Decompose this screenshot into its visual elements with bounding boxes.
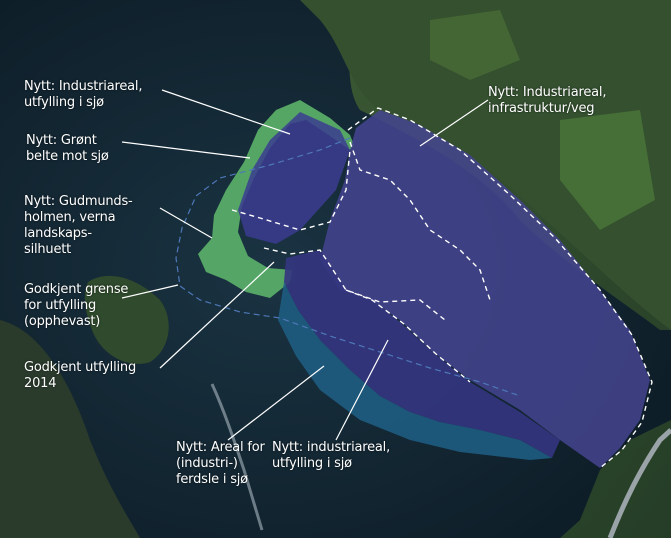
- boundary-lines: [231, 107, 653, 469]
- label-line: belte mot sjø: [26, 149, 109, 164]
- label-line: Nytt: Industriareal,: [24, 79, 143, 94]
- old-approved-boundary: [175, 137, 521, 397]
- label-line: Godkjent utfylling: [24, 360, 136, 375]
- label-line: utfylling i sjø: [24, 95, 104, 110]
- label-industrial-north-fill: Nytt: Industriareal, utfylling i sjø: [24, 79, 142, 111]
- land-west-peninsula: [0, 320, 140, 538]
- label-green-belt: Nytt: Grønt belte mot sjø: [26, 133, 109, 165]
- label-line: Nytt: industriareal,: [272, 440, 391, 455]
- label-gudmundsholmen: Nytt: Gudmunds- holmen, verna landskaps-…: [24, 194, 133, 258]
- boat-wake: [210, 383, 264, 531]
- label-line: for utfylling: [24, 298, 97, 313]
- new-industrial-fill-north: [238, 112, 350, 244]
- label-line: 2014: [24, 376, 57, 391]
- boundary-inner-4: [345, 289, 471, 383]
- label-line: Nytt: Gudmunds-: [24, 194, 133, 209]
- label-line: ferdsle i sjø: [176, 472, 248, 487]
- boundary-industrial: [347, 107, 653, 469]
- label-line: (opphevast): [24, 314, 101, 329]
- label-line: silhuett: [24, 242, 72, 257]
- leader-industri-sor: [335, 339, 389, 441]
- label-line: holmen, verna: [24, 210, 116, 225]
- label-traffic-area: Nytt: Areal for (industri-) ferdsle i sj…: [176, 440, 265, 488]
- leader-utfylling-2014: [159, 261, 275, 369]
- leader-lines: [121, 89, 489, 441]
- leader-gront-belte: [121, 141, 251, 159]
- label-industrial-south-fill: Nytt: industriareal, utfylling i sjø: [272, 440, 390, 472]
- label-approved-boundary: Godkjent grense for utfylling (opphevast…: [24, 282, 128, 330]
- field-east: [560, 110, 655, 230]
- green-belt-area: [198, 100, 354, 298]
- label-line: landskaps-: [24, 226, 92, 241]
- leader-infrastruktur: [419, 99, 489, 147]
- label-line: (industri-): [176, 456, 238, 471]
- leader-ferdsle: [227, 365, 325, 441]
- land-north-strip: [300, 0, 671, 330]
- boundary-inner-3: [263, 247, 446, 321]
- label-line: infrastruktur/veg: [488, 101, 595, 116]
- label-line: Nytt: Industriareal,: [488, 85, 607, 100]
- label-line: utfylling i sjø: [272, 456, 352, 471]
- leader-grense: [121, 284, 179, 299]
- boundary-inner-2: [231, 149, 351, 231]
- new-industrial-fill-south: [284, 250, 560, 458]
- road-east: [607, 428, 671, 538]
- label-line: Nytt: Areal for: [176, 440, 265, 455]
- label-approved-fill-2014: Godkjent utfylling 2014: [24, 360, 136, 392]
- island: [84, 275, 169, 364]
- new-industrial-infrastructure: [320, 110, 650, 468]
- leader-gudmunds: [159, 207, 213, 239]
- leader-industri-nord: [161, 89, 291, 135]
- label-line: Nytt: Grønt: [26, 133, 97, 148]
- label-infrastructure: Nytt: Industriareal, infrastruktur/veg: [488, 85, 606, 117]
- label-line: Godkjent grense: [24, 282, 129, 297]
- traffic-area-sea: [278, 282, 552, 460]
- field-north: [430, 10, 520, 80]
